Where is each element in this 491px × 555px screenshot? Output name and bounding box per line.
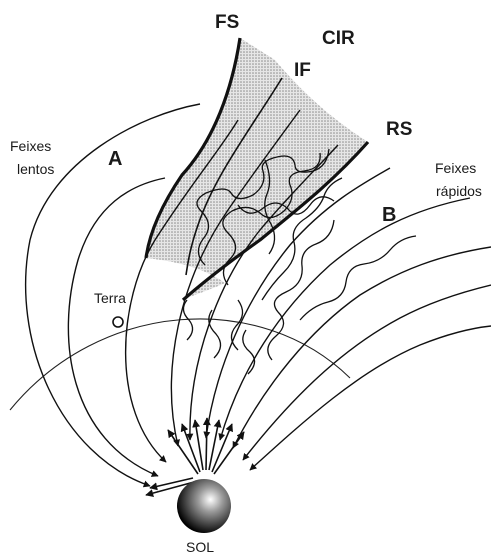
label-earth: Terra xyxy=(94,290,126,306)
wave-5 xyxy=(183,300,192,340)
label-slow-line1: Feixes xyxy=(10,138,51,154)
fast-stream-5 xyxy=(250,326,491,470)
label-a: A xyxy=(108,148,122,170)
wave-6 xyxy=(209,310,221,358)
wave-9 xyxy=(268,220,334,360)
wave-11 xyxy=(243,330,255,374)
label-b: B xyxy=(382,204,396,226)
wave-10 xyxy=(300,236,416,320)
label-if: IF xyxy=(294,60,311,81)
label-fs: FS xyxy=(215,12,239,33)
label-slow-line2: lentos xyxy=(17,161,54,177)
wave-7 xyxy=(231,300,242,350)
label-fast-line1: Feixes xyxy=(435,160,476,176)
fast-stream-3 xyxy=(233,247,491,448)
label-sun: SOL xyxy=(186,539,214,555)
sun-icon xyxy=(177,479,231,533)
label-cir: CIR xyxy=(322,28,355,49)
earth-icon xyxy=(113,317,123,327)
label-rs: RS xyxy=(386,119,412,140)
label-fast-line2: rápidos xyxy=(436,183,482,199)
